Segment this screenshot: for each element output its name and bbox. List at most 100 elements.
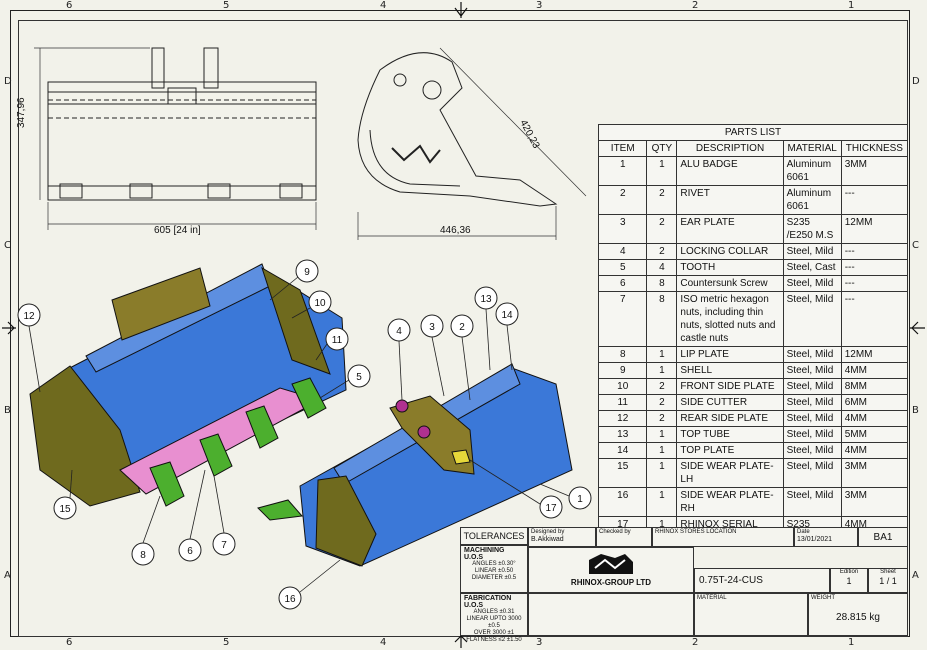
date-cell: Date 13/01/2021 — [794, 527, 858, 547]
cell-description: ALU BADGE — [676, 156, 784, 186]
cell-material: Steel, Mild — [782, 291, 842, 347]
leader-lines — [28, 276, 570, 593]
balloon-12-label: 12 — [23, 311, 35, 322]
sheet-code: BA1 — [858, 527, 908, 547]
cell-thickness: --- — [840, 185, 909, 215]
dim-height: 347,96 — [16, 97, 27, 128]
balloon-10-label: 10 — [314, 298, 326, 309]
balloon-16 — [278, 586, 302, 610]
machining-angles: ANGLES ±0.30° — [472, 561, 516, 567]
balloon-17 — [539, 495, 563, 519]
balloon-6-label: 6 — [187, 546, 193, 557]
cell-description: LIP PLATE — [676, 346, 784, 363]
cell-material: Steel, Mild — [782, 346, 842, 363]
weight-label: WEIGHT — [811, 595, 835, 601]
balloon-1-label: 1 — [577, 494, 583, 505]
machining-linear: LINEAR ±0.50 — [474, 568, 514, 574]
machining-diameter: DIAMETER ±0.5 — [471, 575, 517, 581]
zone-top-4: 4 — [380, 0, 387, 11]
cell-qty: 1 — [646, 458, 678, 488]
cell-description: SHELL — [676, 362, 784, 379]
cell-description: SIDE WEAR PLATE-RH — [676, 487, 784, 517]
fabrication-over: OVER 3000 ±1 — [473, 630, 515, 636]
cell-item: 4 — [597, 243, 648, 260]
edition-label: Edition — [839, 569, 859, 575]
date-label: Date — [797, 529, 810, 535]
cell-qty: 2 — [646, 243, 678, 260]
cell-item: 9 — [597, 362, 648, 379]
cell-qty: 4 — [646, 259, 678, 276]
parts-list-title: PARTS LIST — [598, 124, 908, 141]
cell-item: 10 — [597, 378, 648, 395]
balloon-14-label: 14 — [501, 310, 513, 321]
cell-item: 2 — [597, 185, 648, 215]
cell-material: Steel, Mild — [782, 426, 842, 443]
cell-item: 11 — [597, 394, 648, 411]
zone-top-2: 2 — [692, 0, 699, 11]
weight-cell: WEIGHT 28.815 kg — [808, 593, 908, 636]
machining-title: MACHINING U.O.S — [464, 547, 505, 561]
iso-view-left — [29, 263, 347, 507]
cell-qty: 8 — [646, 275, 678, 292]
cell-thickness: 3MM — [840, 156, 909, 186]
fabrication-linear: LINEAR UPTO 3000 ±0.5 — [466, 616, 522, 629]
designed-by-label: Designed by — [531, 529, 565, 535]
edition-value: 1 — [846, 576, 852, 586]
cell-qty: 8 — [646, 291, 678, 347]
designed-by-cell: Designed by B.Akkiwad — [528, 527, 596, 547]
cell-description: TOOTH — [676, 259, 784, 276]
cell-item: 8 — [597, 346, 648, 363]
cell-description: REAR SIDE PLATE — [676, 410, 784, 427]
zone-left-b: B — [4, 405, 11, 416]
balloon-5 — [347, 364, 371, 388]
cell-description: SIDE CUTTER — [676, 394, 784, 411]
cell-thickness: 5MM — [840, 426, 909, 443]
edition-cell: Edition 1 — [830, 568, 868, 593]
material-cell: MATERIAL — [694, 593, 808, 636]
cell-thickness: --- — [840, 243, 909, 260]
location-text: RHINOX STORES LOCATION — [655, 529, 737, 535]
balloon-5-label: 5 — [356, 372, 362, 383]
zone-bottom-4: 4 — [380, 637, 387, 648]
weight-value: 28.815 kg — [836, 612, 880, 623]
cell-thickness: 3MM — [840, 487, 909, 517]
cell-qty: 2 — [646, 410, 678, 427]
cell-material: Steel, Mild — [782, 378, 842, 395]
col-thickness: THICKNESS — [840, 140, 909, 157]
zone-bottom-3: 3 — [536, 637, 543, 648]
front-view — [47, 47, 317, 201]
iso-view-right — [257, 363, 573, 567]
cell-material: Steel, Mild — [782, 243, 842, 260]
cell-thickness: 3MM — [840, 458, 909, 488]
balloon-16-label: 16 — [284, 594, 296, 605]
zone-left-a: A — [4, 570, 11, 581]
cell-thickness: 4MM — [840, 410, 909, 427]
cell-item: 1 — [597, 156, 648, 186]
checked-by-cell: Checked by — [596, 527, 652, 547]
balloon-7-label: 7 — [221, 540, 227, 551]
cell-item: 12 — [597, 410, 648, 427]
tolerances-header: TOLERANCES — [460, 527, 528, 545]
dim-lines — [34, 47, 587, 240]
balloon-15 — [53, 496, 77, 520]
zone-top-1: 1 — [848, 0, 855, 11]
cell-material: Steel, Mild — [782, 275, 842, 292]
cell-qty: 1 — [646, 487, 678, 517]
cell-material: Steel, Mild — [782, 487, 842, 517]
cell-description: Countersunk Screw — [676, 275, 784, 292]
fabrication-title: FABRICATION U.O.S — [464, 595, 512, 609]
cell-item: 16 — [597, 487, 648, 517]
balloon-10 — [308, 290, 332, 314]
cell-qty: 1 — [646, 156, 678, 186]
zone-right-a: A — [912, 570, 919, 581]
cell-thickness: 6MM — [840, 394, 909, 411]
cell-material: Steel, Mild — [782, 442, 842, 459]
cell-qty: 2 — [646, 185, 678, 215]
dim-depth: 446,36 — [440, 225, 471, 236]
